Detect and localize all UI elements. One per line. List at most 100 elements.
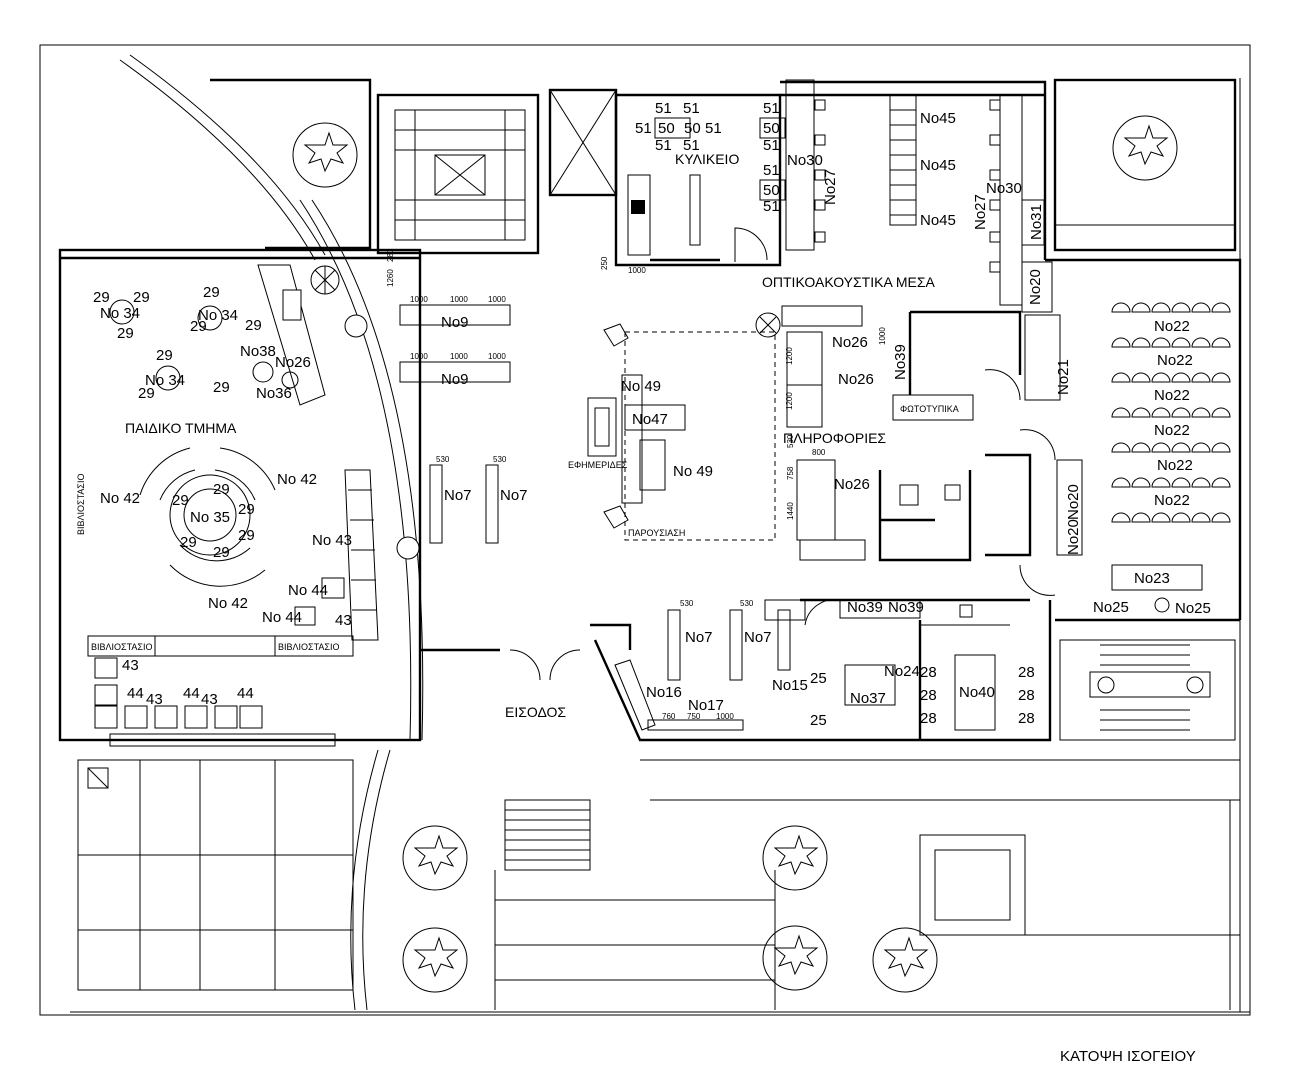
label-25: 25 — [810, 712, 827, 729]
label-no38: No38 — [240, 343, 276, 360]
tree-icon — [762, 825, 828, 891]
dim-label: 1000 — [716, 712, 734, 721]
label-29: 29 — [190, 318, 207, 335]
label-29: 29 — [213, 544, 230, 561]
entrance-doors — [509, 649, 581, 681]
bookstand-label-vertical: ΒΙΒΛΙΟΣΤΑΣΙΟ — [76, 474, 86, 535]
label-50: 50 — [658, 120, 675, 137]
tree-icon — [1112, 115, 1178, 181]
window-strip — [109, 733, 336, 747]
label-no36: No36 — [256, 385, 292, 402]
seat-icon — [1211, 512, 1231, 523]
label-no45: No45 — [920, 212, 956, 229]
label-no35: No 35 — [190, 509, 230, 526]
seat-icon — [1171, 512, 1191, 523]
label-no22: No22 — [1154, 422, 1190, 439]
label-51: 51 — [683, 137, 700, 154]
round-table — [109, 299, 299, 391]
label-29: 29 — [138, 385, 155, 402]
curved-facade — [299, 199, 424, 741]
plant-icon — [755, 312, 781, 338]
counter-no21 — [1024, 314, 1061, 401]
dim-label: 250 — [600, 256, 609, 270]
dim-label: 750 — [687, 712, 701, 721]
seat-icon — [1151, 477, 1171, 488]
seat-icon — [1151, 407, 1171, 418]
label-no23: No23 — [1134, 570, 1170, 587]
seat-icon — [1211, 302, 1231, 313]
small-furniture — [94, 657, 263, 729]
chair-icon — [603, 505, 629, 529]
label-no7: No7 — [444, 487, 472, 504]
label-no39: No39 — [892, 344, 909, 380]
label-29: 29 — [245, 317, 262, 334]
bookstand-strip — [87, 635, 354, 657]
office-wing — [764, 599, 1010, 740]
label-28: 28 — [920, 664, 937, 681]
drawing-title: ΚΑΤΟΨΗ ΙΣΟΓΕΙΟΥ — [1060, 1048, 1196, 1065]
label-43: 43 — [201, 691, 218, 708]
room-label-children: ΠΑΙΔΙΚΟ ΤΜΗΜΑ — [125, 420, 237, 436]
exterior-grid — [77, 759, 354, 991]
label-no24: No24 — [884, 663, 920, 680]
seat-icon — [1211, 337, 1231, 348]
label-no39: No39 — [888, 599, 924, 616]
entrance-stair — [494, 799, 776, 1010]
seat-icon — [1111, 512, 1131, 523]
label-51: 51 — [683, 100, 700, 117]
terrace-top-left — [119, 54, 372, 261]
dim-label: 760 — [662, 712, 676, 721]
label-29: 29 — [93, 289, 110, 306]
label-43: 43 — [335, 612, 352, 629]
seat-icon — [1111, 337, 1131, 348]
seat-icon — [1131, 477, 1151, 488]
label-no26: No26 — [832, 334, 868, 351]
label-28: 28 — [1018, 664, 1035, 681]
label-no22: No22 — [1157, 352, 1193, 369]
door-swing — [734, 227, 768, 262]
seat-icon — [1191, 442, 1211, 453]
label-no27: No27 — [972, 194, 989, 230]
seat-icon — [1191, 372, 1211, 383]
dim-label: 1000 — [488, 352, 506, 361]
chair-icon — [1154, 597, 1170, 613]
tree-icon — [762, 925, 828, 991]
label-no42: No 42 — [100, 490, 140, 507]
label-no22: No22 — [1154, 492, 1190, 509]
label-no49: No 49 — [673, 463, 713, 480]
seating-rows-no22 — [1111, 302, 1231, 523]
seat-icon — [1171, 372, 1191, 383]
av-counter — [785, 79, 1053, 313]
label-no7: No7 — [500, 487, 528, 504]
seat-icon — [1131, 302, 1151, 313]
seat-icon — [1111, 477, 1131, 488]
label-no34: No 34 — [198, 307, 238, 324]
seat-icon — [1171, 442, 1191, 453]
label-44: 44 — [237, 685, 254, 702]
label-no9: No9 — [441, 371, 469, 388]
dim-label: 1000 — [410, 352, 428, 361]
seat-icon — [1131, 512, 1151, 523]
kiosk-tables — [627, 117, 786, 256]
label-no22: No22 — [1154, 318, 1190, 335]
label-no25: No25 — [1093, 599, 1129, 616]
shelf-no7 — [429, 464, 499, 544]
dim-label: 1000 — [410, 295, 428, 304]
wc-block — [878, 429, 1056, 596]
label-29: 29 — [213, 481, 230, 498]
label-no47: No47 — [632, 411, 668, 428]
label-no7: No7 — [685, 629, 713, 646]
seat-icon — [1131, 337, 1151, 348]
no44-box — [294, 606, 316, 626]
seat-icon — [1191, 512, 1211, 523]
label-no25: No25 — [1175, 600, 1211, 617]
label-25: 25 — [810, 670, 827, 687]
dim-label: 1440 — [786, 502, 795, 520]
label-51: 51 — [763, 162, 780, 179]
label-no44: No 44 — [262, 609, 302, 626]
dim-label: 1000 — [878, 327, 887, 345]
reading-area — [624, 331, 776, 541]
dim-label: 1200 — [785, 392, 794, 410]
label-no20: No20 — [1027, 269, 1044, 305]
